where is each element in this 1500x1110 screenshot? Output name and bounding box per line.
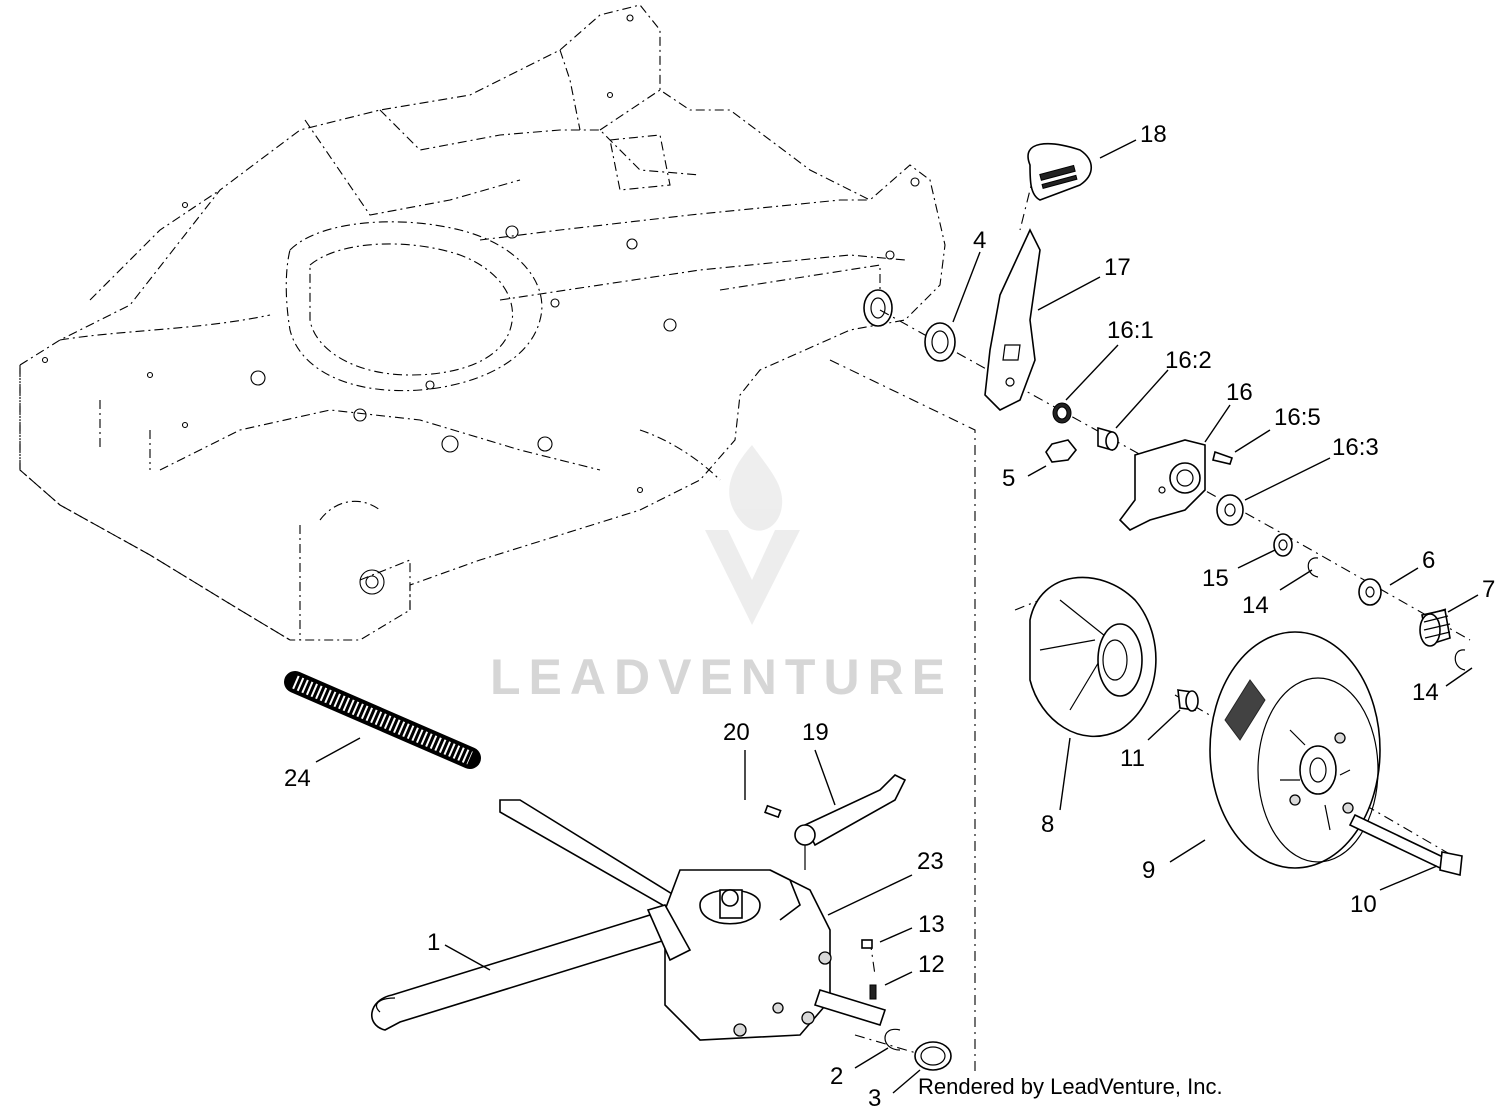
callout-20: 20 [723,719,750,746]
callout-12: 12 [918,951,945,978]
callout-16: 16 [1226,379,1253,406]
callout-7: 7 [1482,576,1495,603]
part-3-washer [914,1041,952,1071]
callout-14-a: 14 [1242,592,1269,619]
mower-deck-outline [19,4,946,641]
part-4-washer [924,322,956,362]
part-11-wheel-bushing [1177,689,1199,712]
callout-3: 3 [868,1085,881,1110]
callout-2: 2 [830,1063,843,1090]
part-24-cable-spring [284,671,481,769]
part-8-wheel-guard [1029,576,1157,738]
callout-6: 6 [1422,547,1435,574]
callout-16-2: 16:2 [1165,347,1212,374]
part-17-height-plate [984,228,1041,411]
callout-19: 19 [802,719,829,746]
part-16-5-grease-fitting [1212,450,1234,465]
watermark-logo [705,445,800,625]
part-12-13-axle-key [861,939,877,1000]
callout-15: 15 [1202,565,1229,592]
callout-24: 24 [284,765,311,792]
part-15-washer [1273,533,1293,557]
part-6-washer [1358,578,1382,606]
callout-9: 9 [1142,857,1155,884]
part-23-transmission [646,869,832,1041]
callout-16-1: 16:1 [1107,317,1154,344]
callout-16-5: 16:5 [1274,404,1321,431]
callout-10: 10 [1350,891,1377,918]
callout-23: 23 [917,848,944,875]
part-10-wheel-bolt [1348,813,1463,876]
callout-11: 11 [1120,745,1145,772]
callout-18: 18 [1140,121,1167,148]
callout-5: 5 [1002,465,1015,492]
callout-4: 4 [973,227,986,254]
part-18-adjust-knob [1027,142,1093,201]
part-16-bracket [1118,439,1206,531]
part-9-wheel [1209,631,1381,869]
callout-leader-lines [315,139,1479,1094]
part-16-3-bearing [1216,494,1244,526]
callout-16-3: 16:3 [1332,434,1379,461]
part-1-drive-belt [370,799,692,1031]
part-14-clip-b [1454,649,1466,671]
callout-numbers: 18 4 17 16:1 16:2 16 16:5 16:3 5 15 14 6… [284,121,1495,1110]
part-5-nut [1045,439,1078,463]
part-2-retaining-ring [813,989,901,1051]
watermark-text: LEADVENTURE [490,649,953,705]
part-16-1-bushing [1052,402,1072,424]
callout-14-b: 14 [1412,679,1439,706]
part-19-shift-lever [794,774,907,870]
callout-1: 1 [427,929,440,956]
render-credit: Rendered by LeadVenture, Inc. [918,1074,1223,1099]
part-16-2-spacer [1097,426,1119,452]
part-20-lever-pin [764,804,782,819]
callout-17: 17 [1104,254,1131,281]
part-7-gear [1419,608,1451,647]
callout-13: 13 [918,911,945,938]
callout-8: 8 [1041,811,1054,838]
part-14-clip-a [1307,557,1319,578]
